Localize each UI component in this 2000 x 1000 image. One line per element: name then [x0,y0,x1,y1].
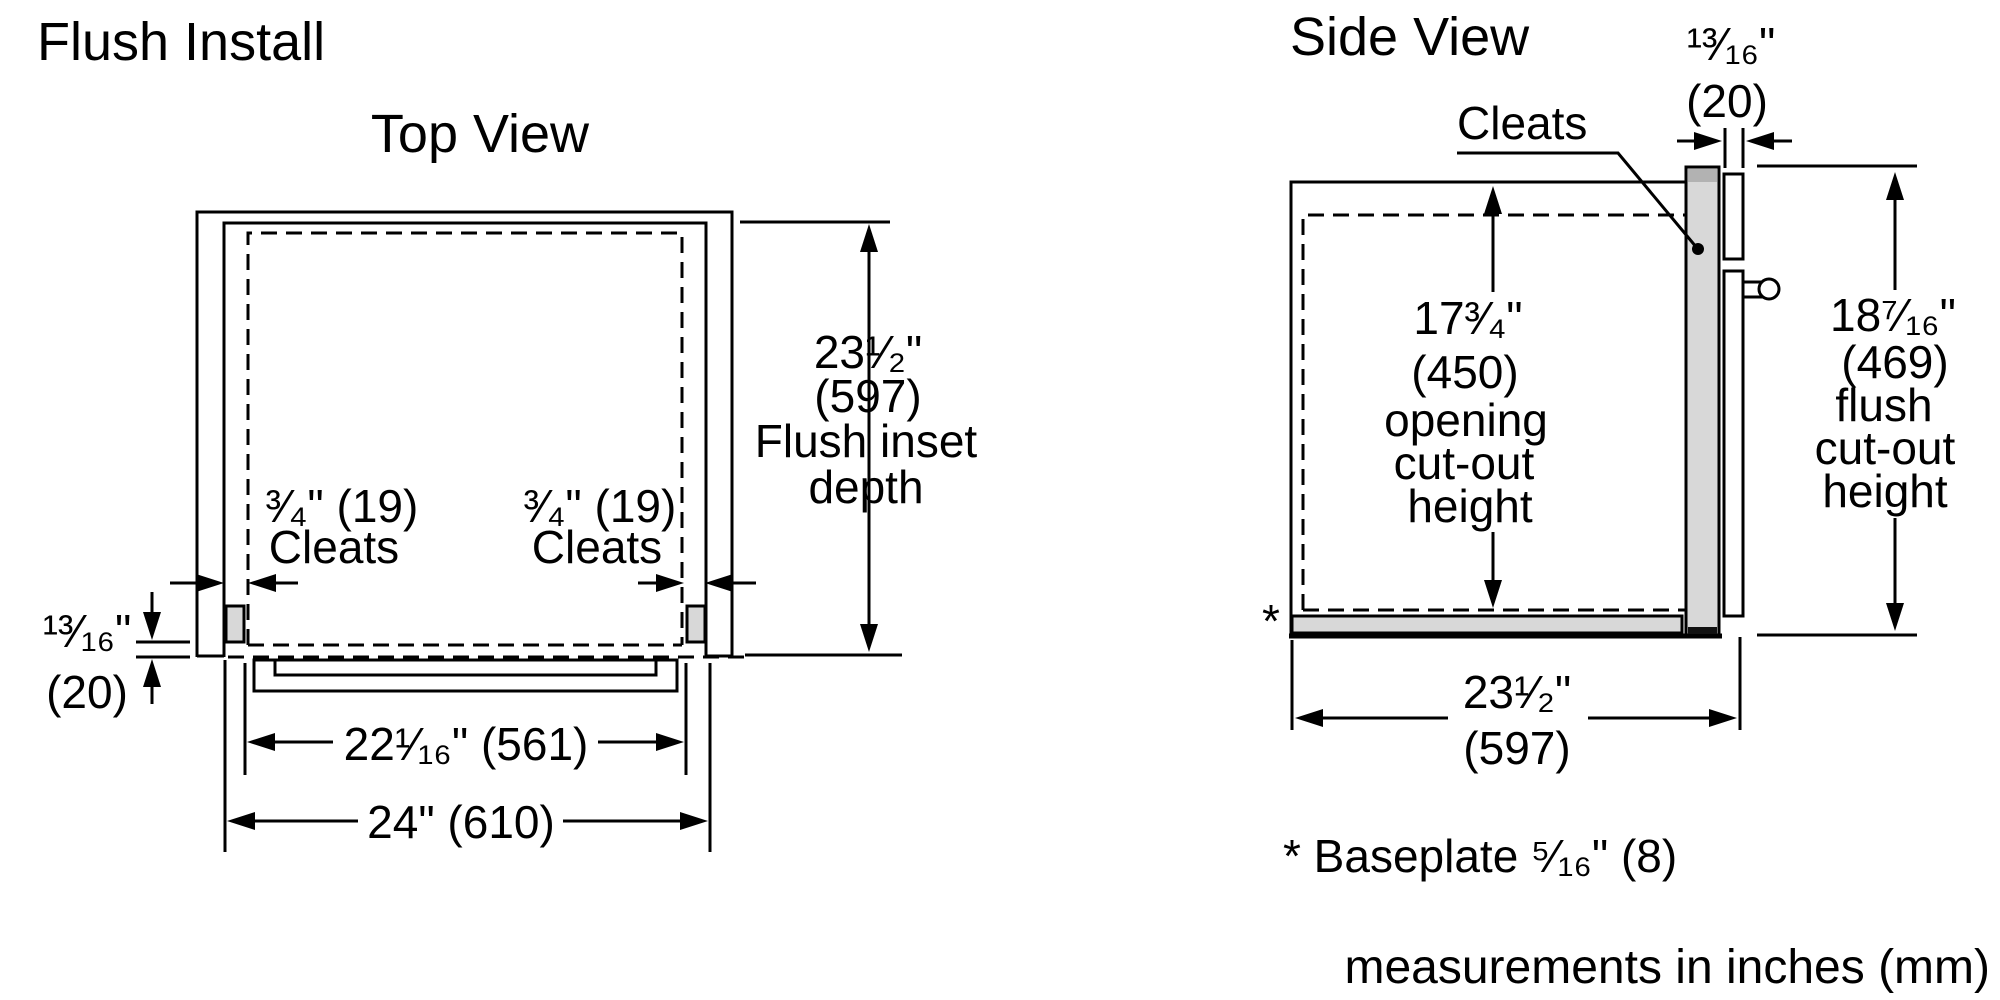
side-view-baseplate [1290,614,1684,635]
opening-height-label-1: opening [1384,394,1548,446]
cutout-width-value: 24" (610) [367,796,555,848]
flush-height-label-3: height [1822,465,1948,517]
top-view-cutout-width-dimension [223,660,712,852]
opening-height-mm: (450) [1411,346,1518,398]
side-view-dashed-cutout [1301,213,1686,610]
side-view-handle [1741,277,1781,301]
page-title: Flush Install [37,12,325,72]
side-view-flush-height-dimension [1757,164,1917,637]
side-view-cleats-leader [1457,151,1704,255]
units-note: measurements in inches (mm) [1344,941,1990,994]
side-view-title: Side View [1290,7,1530,67]
side-view-front-gap-dimension [1677,128,1792,168]
flush-height-label-2: cut-out [1815,422,1956,474]
side-cleats-label: Cleats [1457,97,1587,149]
top-view-left-cleat [224,604,246,644]
overlay-mm: (20) [46,666,128,718]
baseplate-note: * Baseplate ⁵⁄₁₆" (8) [1283,830,1677,882]
top-view-right-cleat-dimension [638,574,756,592]
top-view-inner-width-dimension [243,663,688,775]
overlay-inches: ¹³⁄₁₆" [43,605,132,657]
top-view-dashed-cutout [246,231,684,647]
side-view-cleat-bar [1684,165,1721,637]
left-cleat-label: Cleats [269,521,399,573]
top-view-outer-wall [195,210,734,657]
side-view-cabinet-outline [1289,180,1686,635]
top-view-drawer-front [252,658,679,693]
side-view-front-panel-lower [1722,269,1745,618]
top-view-title: Top View [371,104,590,164]
opening-height-inches: 17³⁄₄" [1413,292,1522,344]
side-depth-mm: (597) [1463,722,1570,774]
right-cleat-size: ³⁄₄" (19) [524,480,677,532]
flush-height-mm: (469) [1841,336,1948,388]
inset-depth-label-2: depth [808,461,923,513]
flush-height-label-1: flush [1835,379,1932,431]
top-view-depth-dimension [740,220,902,657]
right-cleat-label: Cleats [532,521,662,573]
side-depth-inches: 23¹⁄₂" [1463,666,1571,718]
inset-depth-inches: 23¹⁄₂" [814,326,922,378]
side-view-drawing: * Cleats ¹³⁄₁₆" (20) [1262,18,1956,882]
inset-depth-label-1: Flush inset [755,415,978,467]
top-view-left-cleat-dimension [170,574,298,592]
flush-height-inches: 18⁷⁄₁₆" [1830,289,1956,341]
baseplate-marker: * [1262,595,1280,647]
inner-width-value: 22¹⁄₁₆" (561) [344,718,589,770]
front-gap-inches: ¹³⁄₁₆" [1687,18,1776,70]
left-cleat-size: ³⁄₄" (19) [266,480,419,532]
opening-height-label-2: cut-out [1394,437,1535,489]
top-view-overlay-dimension [136,592,190,704]
top-view-drawing: 23¹⁄₂" (597) Flush inset depth ³⁄₄" (19)… [43,210,978,852]
side-view-depth-dimension [1290,637,1742,730]
front-gap-mm: (20) [1686,75,1768,127]
side-view-opening-height-dimension [1484,186,1502,608]
inset-depth-mm: (597) [814,370,921,422]
opening-height-label-3: height [1407,480,1533,532]
top-view-right-cleat [685,604,707,644]
top-view-inner-wall [222,221,708,657]
side-view-front-panel-upper [1722,172,1745,261]
